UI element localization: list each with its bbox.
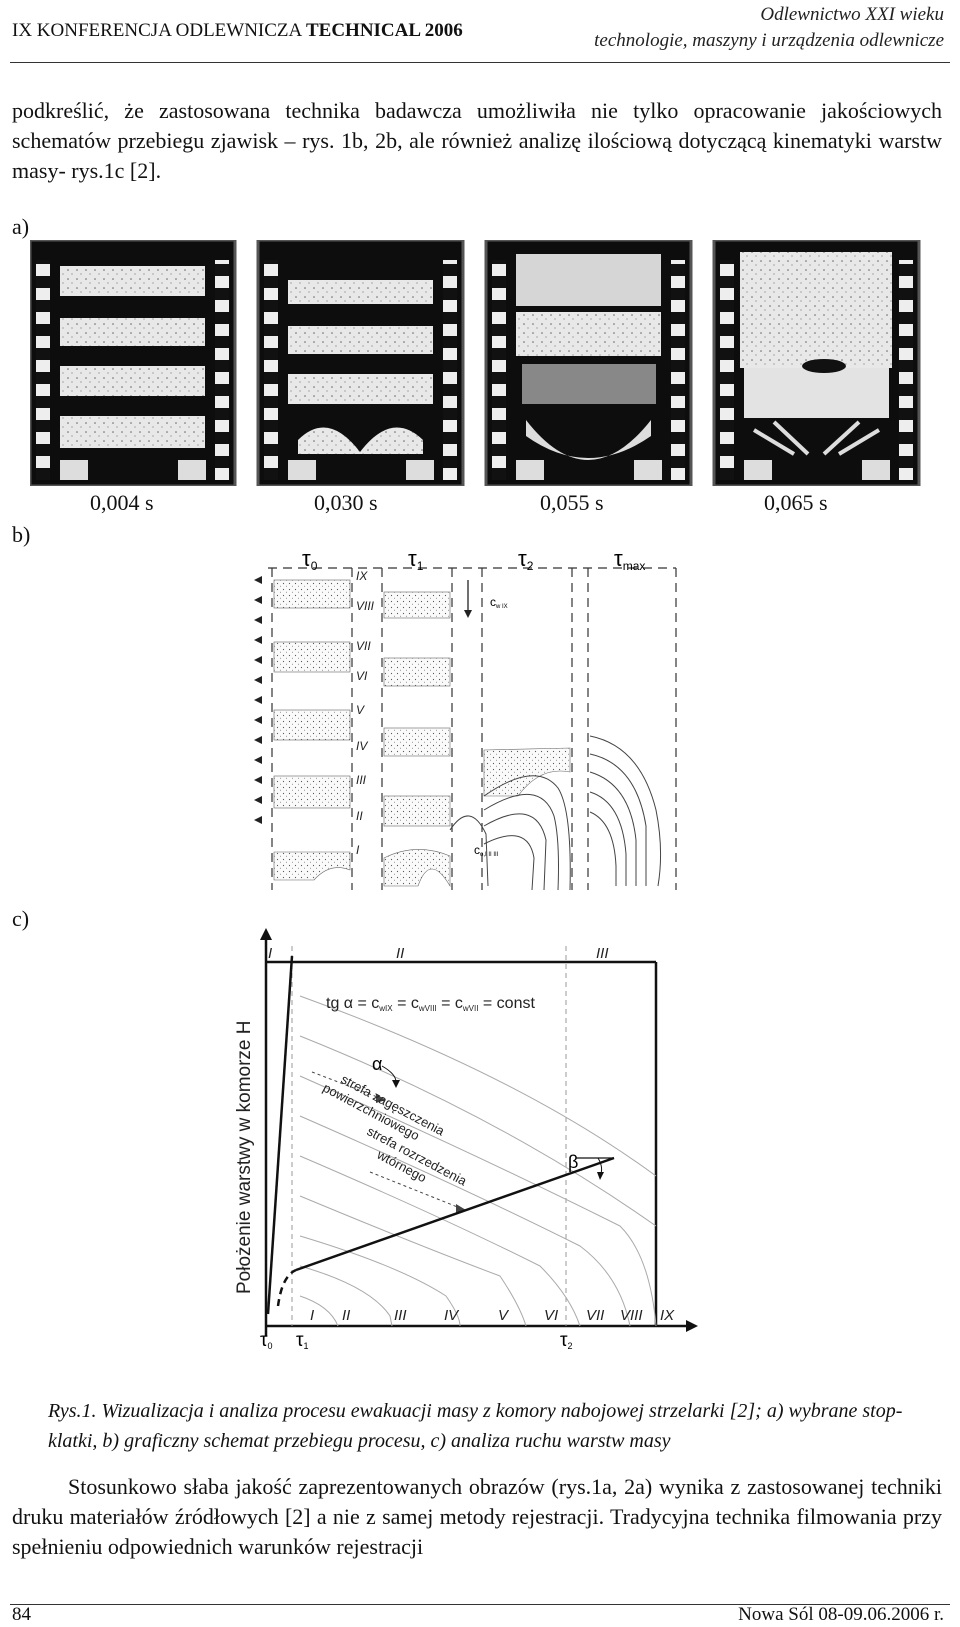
chart-formula: tg α = cwIX = cwVIII = cwVII = const [326, 995, 535, 1013]
alpha-symbol: α [372, 1054, 382, 1074]
bottom-layer-viii: VIII [620, 1307, 643, 1324]
frame-0055 [484, 240, 693, 486]
frame-0004 [30, 240, 237, 486]
x-tick-tau0: τ0 [260, 1330, 273, 1350]
journal-subtitle: technologie, maszyny i urządzenia odlewn… [594, 30, 944, 51]
bottom-layer-iii: III [394, 1307, 407, 1324]
frame-0065 [712, 240, 921, 486]
body-paragraph-text: Stosunkowo słaba jakość zaprezentowanych… [12, 1474, 942, 1559]
journal-title: Odlewnictwo XXI wieku [760, 4, 944, 25]
layer-label-ii: II [356, 809, 363, 823]
figure-caption: Rys.1. Wizualizacja i analiza procesu ew… [48, 1400, 903, 1452]
bottom-layer-vii: VII [586, 1307, 604, 1324]
bottom-layer-vi: VI [544, 1307, 558, 1324]
schema-tau2: τ2 [518, 546, 534, 573]
bottom-layer-ix: IX [660, 1307, 675, 1324]
layer-label-vi: VI [356, 669, 368, 683]
layer-label-iii: III [356, 773, 367, 787]
schema-tau0: τ0 [302, 546, 318, 573]
running-header-conference: IX KONFERENCJA ODLEWNICZA TECHNICAL 2006 [12, 20, 463, 42]
layer-label-i: I [356, 843, 360, 857]
running-header-journal: Odlewnictwo XXI wieku technologie, maszy… [594, 2, 944, 54]
x-tick-tau2: τ2 [560, 1330, 573, 1350]
schema-c-bottom: co,I II III [474, 843, 499, 858]
schema-c-top: cw IX [490, 595, 508, 610]
schema-tau1: τ1 [408, 546, 424, 573]
zone-label-ii: II [396, 945, 404, 962]
zone-label-iii: III [596, 945, 609, 962]
frame-0030 [256, 240, 465, 486]
layer-label-iv: IV [356, 739, 368, 753]
x-tick-tau1: τ1 [296, 1330, 309, 1350]
y-axis-label: Położenie warstwy w komorze H [234, 1021, 255, 1294]
figure-label-c: c) [12, 906, 30, 931]
footer-rule [10, 1604, 950, 1605]
schema-taumax: τmax [614, 546, 645, 573]
page-number: 84 [12, 1604, 31, 1625]
layer-label-vii: VII [356, 639, 371, 653]
header-rule [10, 62, 950, 63]
process-schema: τ0 τ1 τ2 τmax IX VIII VII VI V IV III II… [254, 546, 677, 891]
stop-frames [30, 240, 921, 486]
conference-name: IX KONFERENCJA ODLEWNICZA [12, 20, 302, 41]
bottom-layer-ii: II [342, 1307, 350, 1324]
footer-location-date: Nowa Sól 08-09.06.2006 r. [738, 1604, 944, 1625]
frame-time-1: 0,004 s [90, 490, 154, 515]
x-axis-arrow-icon [686, 1320, 698, 1332]
figure-label-b: b) [12, 522, 31, 547]
zone-label-i: I [268, 945, 272, 962]
bottom-layer-v: V [498, 1307, 510, 1324]
bottom-layer-iv: IV [444, 1307, 460, 1324]
frame-time-3: 0,055 s [540, 490, 604, 515]
layer-label-ix: IX [356, 569, 368, 583]
beta-symbol: β [568, 1152, 578, 1172]
frame-time-4: 0,065 s [764, 490, 828, 515]
body-paragraph: Stosunkowo słaba jakość zaprezentowanych… [12, 1472, 942, 1562]
intro-paragraph: podkreślić, że zastosowana technika bada… [12, 98, 942, 183]
conference-title: TECHNICAL 2006 [305, 20, 463, 41]
y-axis-arrow-icon [260, 928, 272, 940]
layer-motion-chart: I II III tg α = cwIX = cwVIII = cwVII = … [234, 928, 698, 1350]
layer-label-v: V [356, 703, 365, 717]
figure-label-a: a) [12, 214, 30, 239]
bottom-layer-i: I [310, 1307, 314, 1324]
frame-time-2: 0,030 s [314, 490, 378, 515]
layer-label-viii: VIII [356, 599, 375, 613]
